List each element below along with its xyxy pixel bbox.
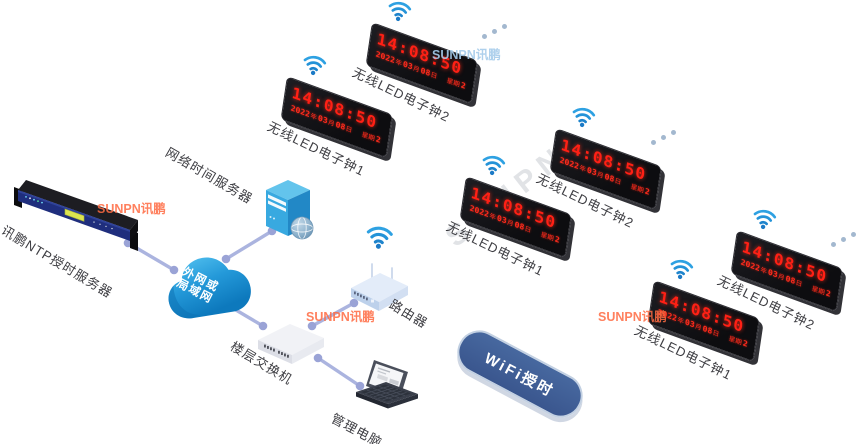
watermark-brand: SUNPN讯鹏 — [97, 202, 166, 216]
wireless-led-clock-a2: 14:08:50 2022 年 03 月 08 日 星期 2 无线LED电子钟2 — [350, 1, 482, 125]
clock-day-unit: 日 — [614, 177, 622, 187]
internet-globe-icon — [290, 216, 314, 240]
wireless-led-clock-b2: 14:08:50 2022 年 03 月 08 日 星期 2 无线LED电子钟2 — [534, 107, 666, 231]
clock-day-unit: 日 — [712, 329, 720, 339]
network-cloud — [162, 239, 258, 340]
clock-week-value: 2 — [554, 234, 561, 245]
wireless-led-clock-c1: 14:08:50 2022 年 03 月 08 日 星期 2 无线LED电子钟1 — [632, 259, 764, 383]
wifi-signal-icon — [751, 206, 778, 230]
clock-day-unit: 日 — [795, 279, 803, 289]
clock-day-unit: 日 — [430, 71, 438, 81]
wireless-led-clock-a1: 14:08:50 2022 年 03 月 08 日 星期 2 无线LED电子钟1 — [265, 55, 397, 179]
watermark-brand: SUNPN讯鹏 — [432, 48, 501, 62]
clock-day-unit: 日 — [345, 125, 353, 135]
clock-week-value: 2 — [460, 80, 467, 91]
watermark-brand: SUNPN讯鹏 — [598, 310, 667, 324]
network-time-server-device — [258, 172, 324, 249]
wifi-signal-icon — [570, 104, 597, 128]
floor-switch-device — [252, 314, 338, 377]
more-clocks-dots — [651, 130, 679, 146]
ntp-rack-server-device — [12, 174, 152, 263]
wireless-led-clock-c2: 14:08:50 2022 年 03 月 08 日 星期 2 无线LED电子钟2 — [715, 209, 847, 333]
wifi-signal-icon — [301, 52, 328, 76]
router-device — [342, 260, 422, 327]
clock-week-value: 2 — [742, 338, 749, 349]
wifi-signal-icon — [366, 224, 393, 253]
wifi-signal-icon — [668, 256, 695, 280]
clock-week-value: 2 — [644, 186, 651, 197]
clock-week-value: 2 — [375, 134, 382, 145]
more-clocks-dots — [831, 232, 859, 248]
wifi-signal-icon — [480, 152, 507, 176]
wifi-signal-icon — [386, 0, 413, 22]
more-clocks-dots — [482, 24, 510, 40]
clock-day-unit: 日 — [524, 225, 532, 235]
watermark-brand: SUNPN讯鹏 — [306, 310, 375, 324]
wireless-led-clock-b1: 14:08:50 2022 年 03 月 08 日 星期 2 无线LED电子钟1 — [444, 155, 576, 279]
management-computer-device — [352, 356, 430, 433]
clock-week-value: 2 — [825, 288, 832, 299]
